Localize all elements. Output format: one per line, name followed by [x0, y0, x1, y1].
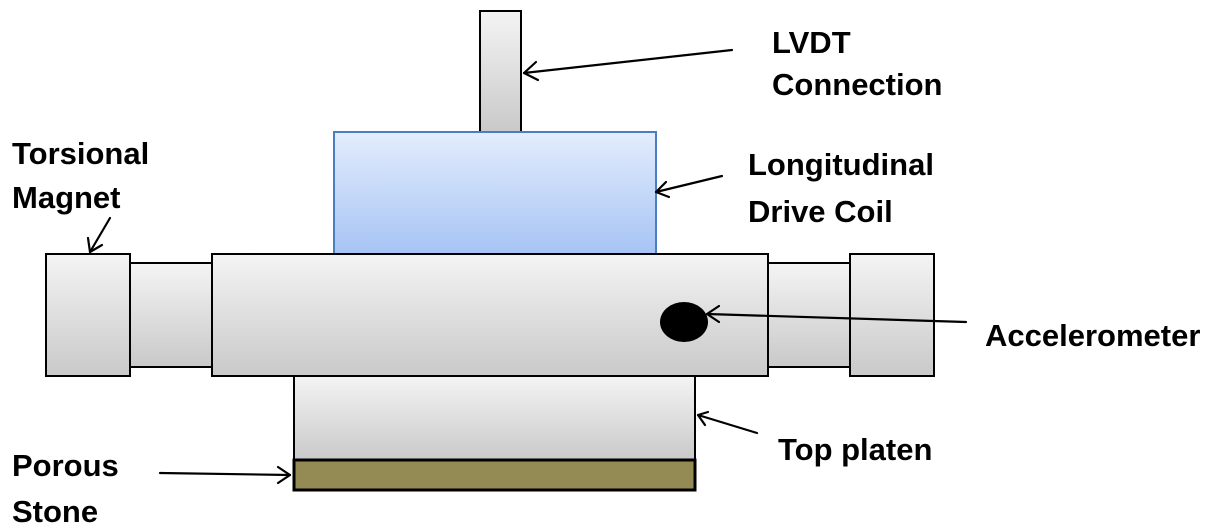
- label-torsional-line1: Torsional: [12, 136, 149, 171]
- left-inner-segment: [129, 262, 213, 368]
- label-lvdt-line1: LVDT: [772, 25, 851, 60]
- left-torsional-magnet: [45, 253, 131, 377]
- lvdt-connection-rod: [479, 10, 522, 133]
- label-top-platen: Top platen: [778, 432, 932, 467]
- porous-stone-pointer-arrow: [158, 465, 292, 485]
- accelerometer-pointer-arrow: [705, 304, 968, 324]
- label-lvdt-line2: Connection: [772, 67, 943, 102]
- right-inner-segment: [767, 262, 851, 368]
- label-torsional-line2: Magnet: [12, 180, 121, 215]
- label-longitudinal-line1: Longitudinal: [748, 147, 934, 182]
- longitudinal-drive-coil: [333, 131, 657, 257]
- lvdt-pointer-arrow: [522, 48, 734, 82]
- top-platen: [293, 375, 696, 461]
- label-longitudinal-line2: Drive Coil: [748, 194, 893, 229]
- drive-coil-pointer-arrow: [654, 174, 724, 199]
- porous-stone: [292, 458, 697, 492]
- accelerometer-sensor: [660, 302, 708, 342]
- label-porous-line1: Porous: [12, 448, 119, 483]
- label-accelerometer: Accelerometer: [985, 318, 1200, 353]
- label-porous-line2: Stone: [12, 494, 98, 529]
- right-torsional-magnet: [849, 253, 935, 377]
- torsional-magnet-pointer-arrow: [86, 216, 112, 254]
- top-platen-pointer-arrow: [696, 410, 759, 435]
